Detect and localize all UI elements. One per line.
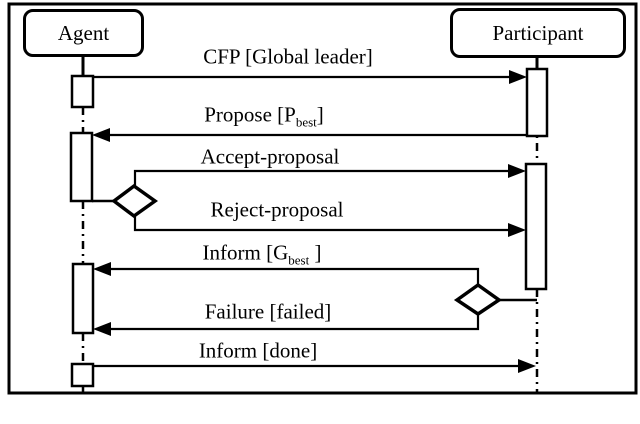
inform-gbest-arrow-line bbox=[107, 267, 480, 286]
accept-proposal-arrowhead-icon bbox=[508, 164, 526, 178]
inform-done-arrowhead-icon bbox=[518, 359, 536, 373]
failure-arrowhead-icon bbox=[93, 322, 111, 336]
reject-proposal-arrowhead-icon bbox=[508, 223, 526, 237]
agent-activation-4 bbox=[70, 362, 95, 388]
inform-gbest-arrowhead-icon bbox=[93, 262, 111, 276]
reject-proposal-arrow-line bbox=[133, 216, 512, 232]
message-label-accept-proposal: Accept-proposal bbox=[200, 144, 340, 169]
message-label-propose: Propose [Pbest] bbox=[204, 102, 324, 130]
diagram-border bbox=[7, 2, 638, 395]
agent-activation-3 bbox=[71, 262, 95, 335]
message-label-reject-proposal: Reject-proposal bbox=[210, 197, 344, 222]
agent-activation-2 bbox=[69, 131, 94, 203]
cfp-arrowhead-icon bbox=[509, 70, 527, 84]
lifeline-head-agent: Agent bbox=[23, 9, 144, 57]
participant-activation-1 bbox=[525, 67, 549, 138]
failure-arrow-line bbox=[107, 314, 480, 331]
decision-diamond-icon bbox=[453, 282, 503, 317]
lifeline-head-participant: Participant bbox=[450, 8, 626, 58]
message-label-cfp: CFP [Global leader] bbox=[203, 44, 373, 69]
propose-arrowhead-icon bbox=[92, 128, 110, 142]
lifeline-label-participant: Participant bbox=[492, 20, 584, 45]
message-label-inform-done: Inform [done] bbox=[198, 338, 318, 363]
accept-proposal-arrow-line bbox=[133, 169, 512, 187]
decision-diamond-icon bbox=[111, 183, 159, 219]
lifeline-label-agent: Agent bbox=[57, 20, 110, 45]
message-label-inform-gbest: Inform [Gbest ] bbox=[202, 240, 322, 268]
message-label-failure: Failure [failed] bbox=[204, 299, 332, 324]
agent-activation-1 bbox=[70, 74, 95, 109]
participant-activation-2 bbox=[524, 162, 548, 291]
